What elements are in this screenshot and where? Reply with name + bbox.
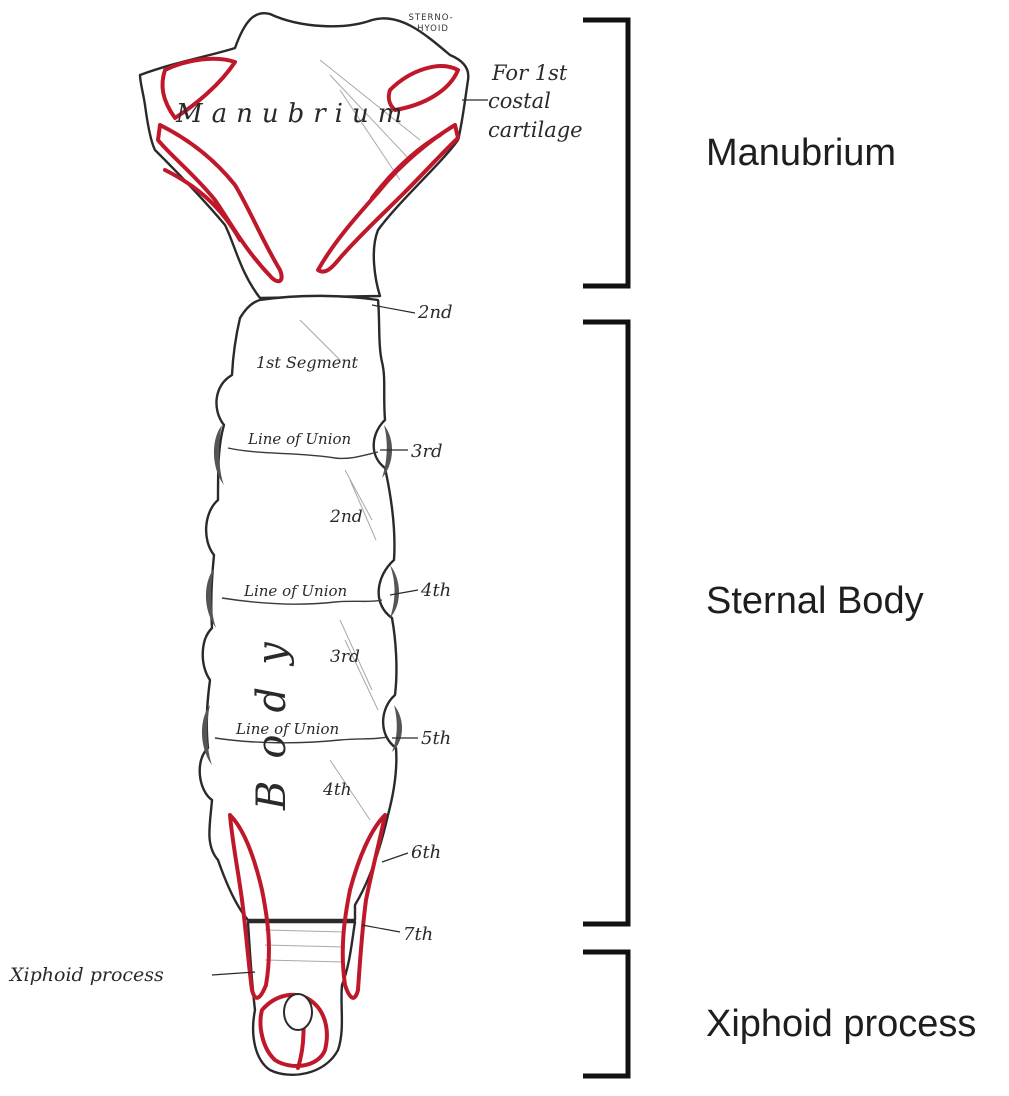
notch-label-7th: 7th [403,924,433,945]
notch-label-3rd: 3rd [411,441,443,462]
costal-label-line-3: cartilage [488,118,583,142]
leader-7th [362,925,400,932]
xiphoid-foramen [284,994,312,1030]
notch-label-4th: 4th [420,580,451,601]
segment-number-2nd: 2nd [329,507,363,527]
region-label-manubrium: Manubrium [706,132,896,174]
region-label-xiphoid: Xiphoid process [706,1003,976,1045]
line-of-union-2: Line of Union [243,582,347,600]
leader-4th [390,590,418,595]
segment-number-4th: 4th [322,780,352,800]
leader-6th [382,853,408,862]
notch-label-2nd: 2nd [417,302,453,323]
notch-shadow-right-2 [390,565,399,618]
region-brackets [583,20,628,1076]
first-segment-label: 1st Segment [256,353,359,372]
bracket-xiphoid [583,952,628,1076]
segment-number-3rd: 3rd [330,647,360,667]
line-of-union-3: Line of Union [235,720,339,738]
manubrium-outline [140,13,468,298]
line-of-union-1: Line of Union [247,430,351,448]
body-inscription: Body [249,620,295,811]
costal-cartilage-label: For 1st costal cartilage [488,61,583,142]
costal-label-line-2: costal [488,89,551,113]
bracket-sternal-body [583,322,628,924]
xiphoid-figure-label: Xiphoid process [8,964,164,986]
notch-label-6th: 6th [411,842,441,863]
bracket-manubrium [583,20,628,286]
notch-label-5th: 5th [421,728,451,749]
region-label-sternal-body: Sternal Body [706,580,924,622]
costal-label-line-1: For 1st [491,61,568,85]
manubrium-inscription: Manubrium [175,99,411,129]
